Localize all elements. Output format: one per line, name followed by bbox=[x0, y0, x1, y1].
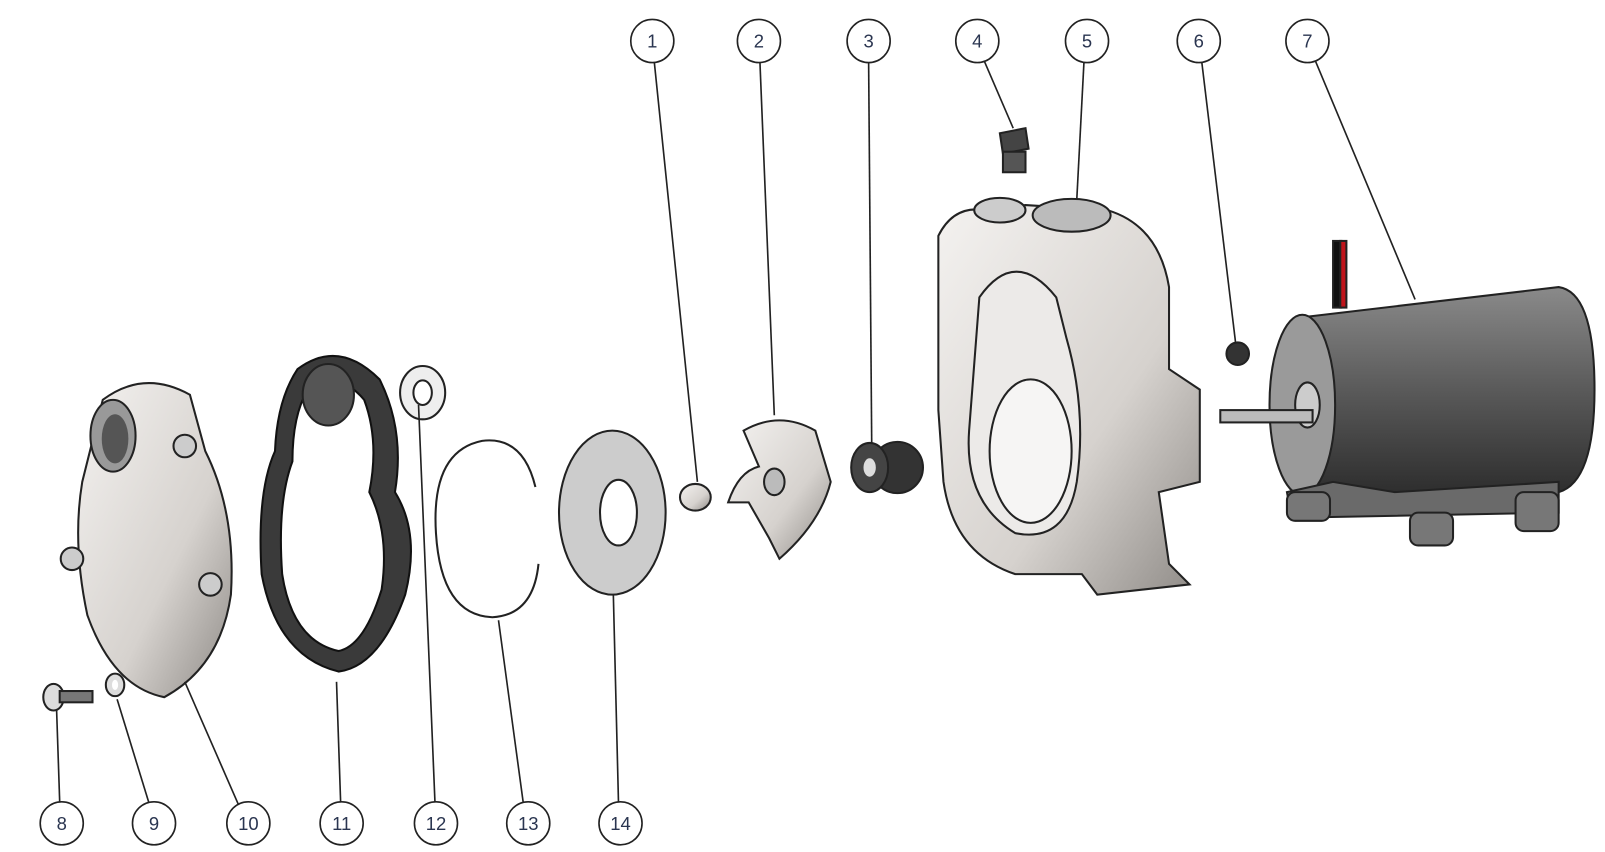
balloon-number: 13 bbox=[518, 813, 539, 834]
cover-part-10 bbox=[59, 382, 233, 699]
balloon-number: 6 bbox=[1194, 31, 1204, 52]
balloon-11: 11 bbox=[319, 800, 364, 846]
balloon-number: 4 bbox=[972, 31, 982, 52]
balloon-3: 3 bbox=[846, 18, 891, 64]
nut-part-1 bbox=[678, 482, 712, 512]
balloon-1: 1 bbox=[629, 18, 675, 64]
balloon-number: 9 bbox=[149, 813, 159, 834]
balloon-number: 8 bbox=[57, 813, 67, 834]
balloon-number: 7 bbox=[1302, 31, 1312, 52]
gasket-part-11 bbox=[259, 354, 412, 673]
balloon-number: 5 bbox=[1082, 31, 1092, 52]
leader-lines bbox=[55, 61, 1416, 805]
balloon-12: 12 bbox=[413, 800, 459, 846]
motor bbox=[1219, 239, 1596, 547]
plug-part-6 bbox=[1225, 341, 1251, 367]
ring-part-13 bbox=[434, 439, 540, 619]
balloon-8: 8 bbox=[39, 800, 85, 846]
balloon-number: 3 bbox=[863, 31, 873, 52]
pump-housing bbox=[937, 196, 1201, 596]
balloon-2: 2 bbox=[736, 18, 782, 64]
plate-part-14 bbox=[557, 429, 667, 596]
balloon-number: 1 bbox=[647, 31, 657, 52]
balloon-number: 14 bbox=[610, 813, 631, 834]
balloon-14: 14 bbox=[598, 800, 643, 846]
balloon-4: 4 bbox=[954, 18, 1000, 64]
plug-part-4 bbox=[998, 126, 1030, 174]
balloon-number: 10 bbox=[238, 813, 259, 834]
balloon-number: 11 bbox=[332, 813, 351, 834]
balloon-10: 10 bbox=[225, 800, 271, 846]
washer-part-12 bbox=[399, 364, 447, 421]
seal-part-3 bbox=[850, 440, 924, 495]
balloon-number: 2 bbox=[754, 31, 764, 52]
impeller-part-2 bbox=[726, 419, 832, 561]
balloon-7: 7 bbox=[1285, 18, 1330, 64]
bolt-part-8 bbox=[42, 682, 94, 712]
washer-part-9 bbox=[104, 672, 126, 698]
balloon-9: 9 bbox=[131, 800, 177, 846]
balloon-13: 13 bbox=[505, 800, 551, 846]
balloon-6: 6 bbox=[1176, 18, 1222, 64]
balloon-number: 12 bbox=[426, 813, 447, 834]
balloon-5: 5 bbox=[1064, 18, 1110, 64]
